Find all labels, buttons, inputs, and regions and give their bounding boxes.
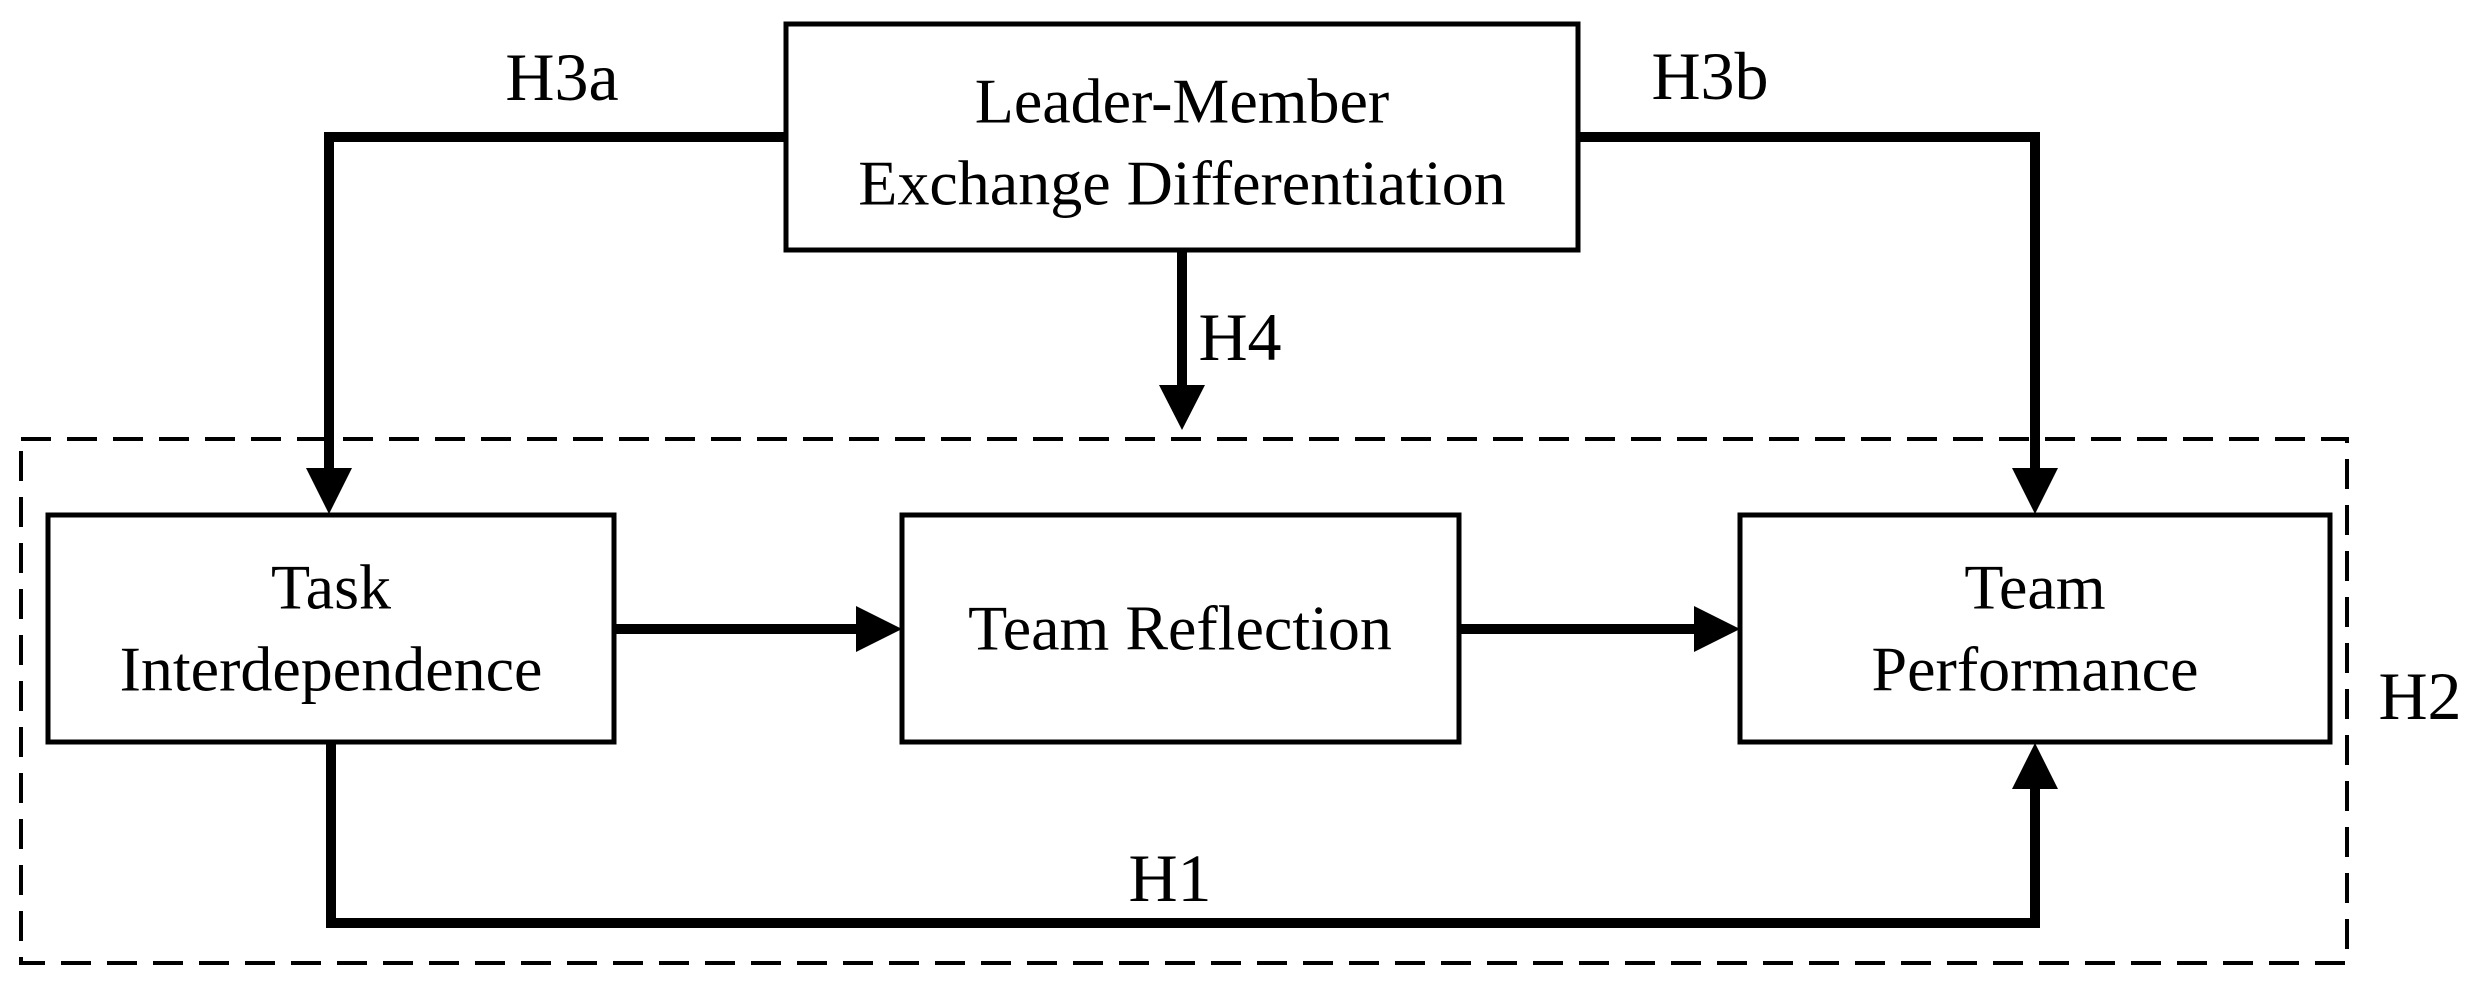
h3a-line: [324, 132, 786, 469]
node-task-interdependence: Task Interdependence: [45, 512, 617, 745]
edge-h1: H1: [326, 742, 2058, 928]
edge-reflection-to-performance: [1459, 606, 1740, 652]
label-h4: H4: [1198, 299, 1281, 375]
team-reflection-label-line1: Team Reflection: [968, 593, 1392, 664]
label-h2: H2: [2378, 658, 2461, 734]
team-performance-label-line2: Performance: [1872, 634, 2199, 705]
label-h3b: H3b: [1651, 38, 1768, 114]
task-interdependence-box: [45, 512, 617, 745]
arrowhead-right-icon: [856, 606, 902, 652]
label-h1: H1: [1128, 840, 1211, 916]
arrowhead-down-icon: [1159, 385, 1205, 430]
node-lmx-differentiation: Leader-Member Exchange Differentiation: [783, 21, 1581, 253]
task-interdependence-label-line2: Interdependence: [120, 634, 543, 705]
task-interdependence-label-line1: Task: [271, 552, 391, 623]
edge-h3a: H3a: [306, 39, 786, 514]
arrowhead-down-icon: [2012, 468, 2058, 514]
edge-task-to-reflection: [614, 606, 902, 652]
mediation-region-dashed-box: [19, 437, 2349, 965]
edge-h4: H4: [1159, 250, 1282, 430]
team-reflection-box: [899, 512, 1462, 745]
lmx-differentiation-label-line1: Leader-Member: [975, 66, 1389, 137]
label-h3a: H3a: [505, 39, 618, 115]
lmx-differentiation-box: [783, 21, 1581, 253]
arrowhead-right-icon: [1694, 606, 1740, 652]
arrowhead-up-icon: [2012, 743, 2058, 789]
h1-line: [326, 742, 2040, 928]
arrowhead-down-icon: [306, 468, 352, 514]
edge-h3b: H3b: [1578, 38, 2058, 514]
node-team-performance: Team Performance: [1737, 512, 2333, 745]
lmx-differentiation-label-line2: Exchange Differentiation: [858, 148, 1505, 219]
team-performance-label-line1: Team: [1964, 552, 2105, 623]
h3b-line: [1578, 132, 2040, 469]
team-performance-box: [1737, 512, 2333, 745]
node-team-reflection: Team Reflection: [899, 512, 1462, 745]
